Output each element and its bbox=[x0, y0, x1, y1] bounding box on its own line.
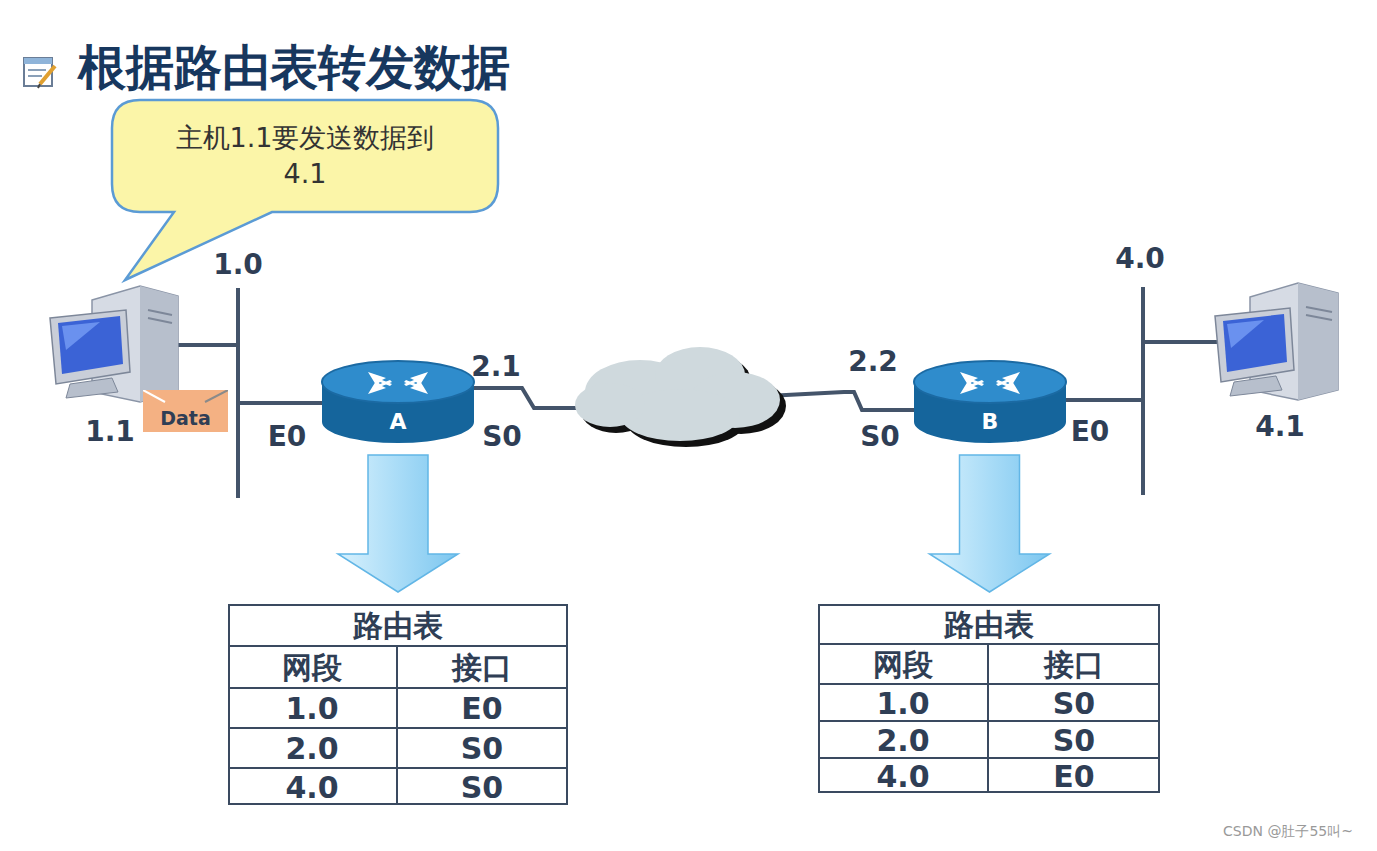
table-cell: E0 bbox=[1053, 760, 1094, 793]
table-cell: 4.0 bbox=[285, 771, 338, 804]
block-arrow bbox=[930, 455, 1050, 592]
port-name: S0 bbox=[860, 422, 900, 453]
router: A bbox=[320, 358, 476, 445]
title-icon bbox=[24, 58, 55, 88]
routing-table: 路由表 bbox=[228, 604, 568, 805]
host-computer bbox=[1215, 283, 1338, 400]
table-cell: S0 bbox=[1053, 687, 1095, 720]
interface-address: 2.1 bbox=[471, 352, 521, 383]
table-cell: 2.0 bbox=[285, 732, 338, 765]
router-wire bbox=[1066, 398, 1143, 402]
router: B bbox=[912, 358, 1068, 445]
host-wire bbox=[170, 343, 238, 347]
table-cell: 4.0 bbox=[876, 760, 929, 793]
routing-table: 路由表 bbox=[818, 604, 1160, 793]
wan-cloud bbox=[575, 347, 786, 447]
table-cell: 接口 bbox=[452, 651, 512, 684]
slide-title: 根据路由表转发数据 bbox=[78, 36, 510, 100]
ethernet-bus bbox=[236, 288, 240, 498]
host-computer bbox=[50, 286, 178, 402]
network-label: 4.0 bbox=[1115, 244, 1165, 275]
table-cell: 网段 bbox=[873, 648, 933, 681]
host-address: 1.1 bbox=[85, 417, 135, 448]
host-wire bbox=[1143, 340, 1222, 344]
table-cell: E0 bbox=[461, 692, 502, 725]
table-heading: 路由表 bbox=[820, 606, 1158, 644]
table-cell: 1.0 bbox=[876, 687, 929, 720]
block-arrow bbox=[338, 455, 458, 592]
router-name: B bbox=[912, 410, 1068, 434]
ethernet-bus bbox=[1141, 287, 1145, 495]
envelope-label: Data bbox=[160, 407, 211, 429]
bubble-outline bbox=[112, 100, 498, 212]
table-cell: S0 bbox=[461, 732, 503, 765]
interface-address: 2.2 bbox=[848, 347, 898, 378]
table-grid bbox=[228, 644, 1160, 805]
callout-bubble: 主机1.1要发送数据到 4.1 bbox=[112, 100, 498, 212]
table-cell: S0 bbox=[461, 771, 503, 804]
watermark: CSDN @肚子55叫~ bbox=[1223, 824, 1353, 839]
table-cell: 2.0 bbox=[876, 724, 929, 757]
callout-text: 主机1.1要发送数据到 4.1 bbox=[155, 120, 455, 193]
bubble-shape bbox=[112, 100, 498, 280]
table-cell: S0 bbox=[1053, 724, 1095, 757]
port-name: S0 bbox=[482, 422, 522, 453]
data-envelope: Data bbox=[143, 390, 228, 432]
router-wire bbox=[238, 401, 322, 405]
table-cell: 接口 bbox=[1044, 648, 1104, 681]
port-name: E0 bbox=[268, 422, 307, 453]
table-heading: 路由表 bbox=[230, 606, 566, 646]
router-name: A bbox=[320, 410, 476, 434]
network-label: 1.0 bbox=[213, 250, 263, 281]
table-cell: 1.0 bbox=[285, 692, 338, 725]
table-cell: 网段 bbox=[282, 651, 342, 684]
port-name: E0 bbox=[1071, 417, 1110, 448]
host-address: 4.1 bbox=[1255, 412, 1305, 443]
